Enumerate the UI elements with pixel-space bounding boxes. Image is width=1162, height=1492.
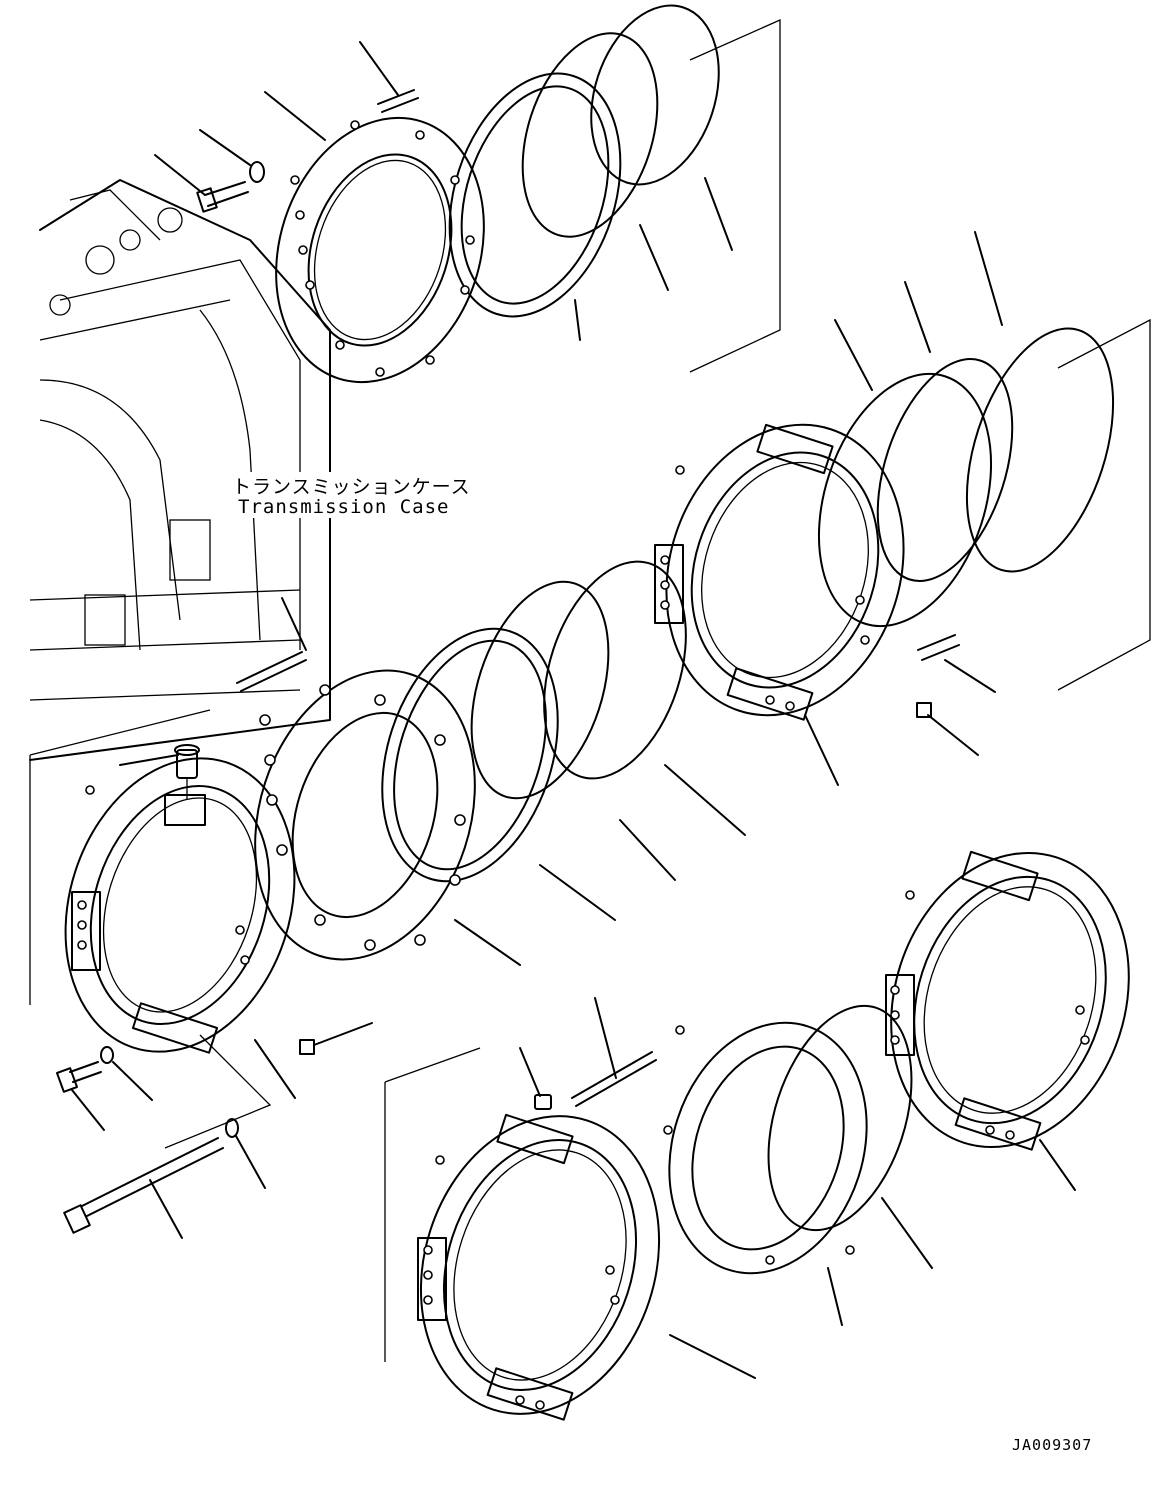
plug-right	[916, 702, 979, 756]
housing-right-upper	[654, 423, 905, 786]
plate-top	[264, 91, 485, 384]
left-group-bracket	[29, 709, 211, 1005]
bolt-left	[56, 1061, 105, 1131]
ring-middle-3	[543, 560, 746, 836]
drawing-code: JA009307	[1012, 1436, 1093, 1454]
transmission-case-label-en: Transmission Case	[238, 496, 450, 518]
left-lower-bracket	[164, 1034, 272, 1149]
housing-bottom-left	[417, 1113, 756, 1421]
top-group-bracket	[689, 18, 781, 373]
ring-right-3	[965, 231, 1115, 573]
ring-right-1	[817, 319, 993, 628]
ring-middle-1	[381, 627, 616, 921]
ring-bottom	[767, 1004, 933, 1269]
plate-bottom	[668, 1021, 868, 1326]
washer-long-bolt	[225, 1118, 266, 1189]
ring-top-3	[590, 4, 733, 251]
transmission-case-label-jp: トランスミッションケース	[232, 472, 471, 499]
washer-top	[199, 129, 265, 183]
transmission-case	[29, 179, 331, 761]
bottom-group-bracket	[384, 1047, 481, 1362]
dowel-bottom	[519, 1047, 552, 1110]
ring-right-2	[876, 281, 1014, 582]
washer-left	[100, 1046, 153, 1101]
pin-right	[917, 634, 996, 693]
pin-middle	[236, 597, 307, 692]
long-bolt	[63, 1137, 224, 1239]
pin-bottom	[571, 997, 657, 1107]
bolt-holes	[77, 120, 1090, 1410]
ring-top-1	[448, 72, 622, 341]
ring-middle-2	[470, 580, 676, 881]
right-group-bracket	[1057, 318, 1151, 691]
ring-top-2	[521, 32, 669, 291]
bolt-top	[154, 154, 249, 213]
pin-top	[359, 41, 419, 113]
plug-small-left	[299, 1022, 373, 1055]
plug-middle	[119, 744, 200, 800]
housing-left	[64, 757, 296, 1099]
housing-bottom-right	[885, 850, 1130, 1191]
